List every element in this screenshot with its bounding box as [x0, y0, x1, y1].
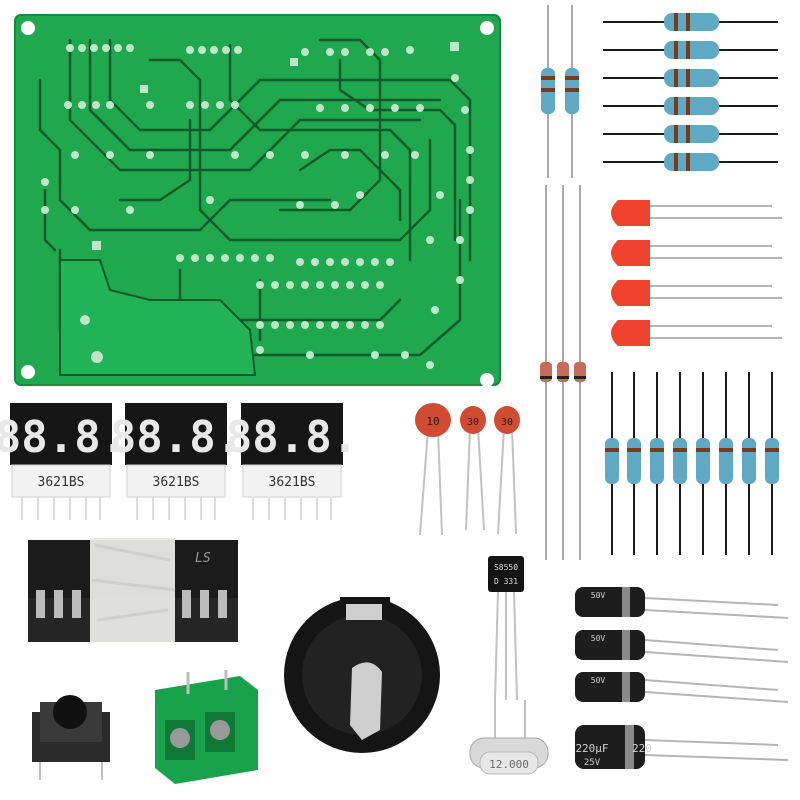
tape [90, 538, 175, 642]
display-3-digits: 88.8. [226, 412, 358, 463]
display-1 [10, 403, 112, 520]
diodes [540, 185, 586, 560]
ceramic-cap-1-label: 10 [426, 415, 439, 428]
coin-cell-holder [284, 597, 440, 753]
display-1-digits: 88.8. [0, 412, 127, 463]
horizontal-resistors [603, 13, 778, 171]
electrolytic-large-label: 220 [632, 742, 652, 755]
transistor [488, 556, 524, 701]
tactile-button [32, 695, 110, 780]
display-1-part-number: 3621BS [38, 475, 85, 490]
ceramic-cap-2-label: 30 [467, 417, 479, 428]
transistor-label-2: D 331 [494, 577, 518, 586]
vertical-resistors [541, 5, 579, 178]
seven-segment-displays [10, 403, 343, 520]
resistor-array [605, 372, 779, 555]
electrolytic-2-label: 50V [591, 634, 606, 643]
ceramic-cap-3-label: 30 [501, 417, 513, 428]
crystal-label: 12.000 [489, 758, 529, 771]
electrolytic-capacitors [575, 587, 789, 769]
ic-chip [28, 538, 238, 642]
display-3 [241, 403, 343, 520]
electrolytic-1-label: 50V [591, 591, 606, 600]
display-2-digits: 88.8. [110, 412, 242, 463]
display-2-part-number: 3621BS [153, 475, 200, 490]
transistor-label-1: S8550 [494, 563, 518, 572]
electrolytic-3-label: 50V [591, 676, 606, 685]
display-2 [125, 403, 227, 520]
display-3-part-number: 3621BS [269, 475, 316, 490]
terminal-block [155, 670, 258, 784]
electrolytic-large-capacitance: 220μF [575, 742, 608, 755]
ic-label: LS [195, 551, 211, 566]
crystal-oscillator [469, 700, 549, 775]
ceramic-capacitors [415, 403, 520, 536]
red-leds [611, 200, 782, 346]
pcb-board [14, 14, 501, 387]
electrolytic-large-voltage: 25V [584, 758, 601, 768]
